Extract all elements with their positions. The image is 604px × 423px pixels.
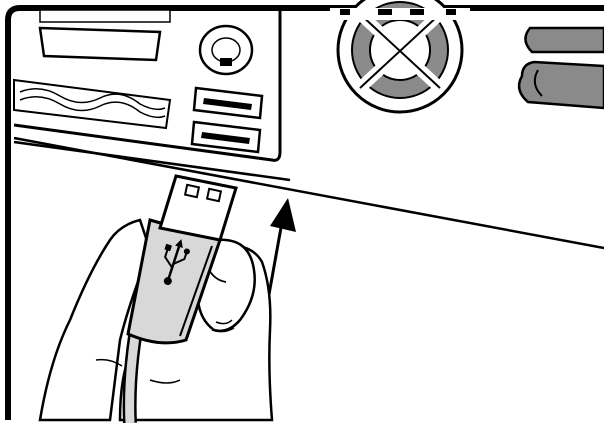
usb-cable — [130, 330, 136, 423]
right-ports-icon — [519, 28, 604, 108]
ps2-port-icon — [200, 26, 252, 74]
serial-port-icon — [40, 28, 160, 60]
top-connector-strip — [40, 10, 170, 22]
